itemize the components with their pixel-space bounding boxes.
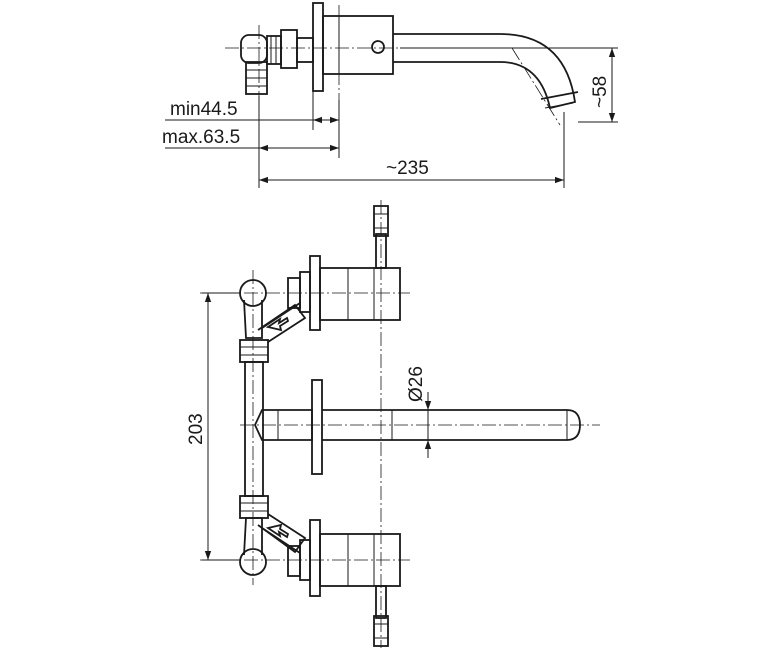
side-view: min44.5 max.63.5 ~235 ~58 bbox=[162, 2, 618, 188]
dim-valve-spacing-label: 203 bbox=[186, 413, 207, 445]
dim-max-depth-label: max.63.5 bbox=[162, 127, 240, 148]
upper-valve-body bbox=[319, 267, 401, 321]
side-elbow-connector bbox=[240, 29, 314, 95]
side-handle-pivot bbox=[371, 40, 385, 54]
side-spout bbox=[393, 33, 577, 110]
dim-spout-height-label: ~58 bbox=[590, 76, 611, 108]
front-lower-valve bbox=[239, 513, 401, 647]
front-view: 203 Ø26 bbox=[186, 200, 600, 648]
direction-arrow-icon bbox=[265, 316, 290, 332]
dim-min-depth: min44.5 bbox=[165, 88, 340, 158]
front-supply-pipe bbox=[239, 339, 269, 519]
side-body-block bbox=[322, 15, 394, 75]
dim-max-depth: max.63.5 bbox=[162, 96, 339, 188]
front-upper-valve bbox=[239, 205, 401, 343]
dim-spout-diameter-label: Ø26 bbox=[406, 366, 427, 402]
direction-arrow-icon bbox=[265, 523, 290, 539]
dim-spout-length-label: ~235 bbox=[386, 158, 429, 179]
dim-min-depth-label: min44.5 bbox=[170, 99, 238, 120]
side-wall-plate bbox=[312, 2, 324, 92]
dim-spout-length: ~235 bbox=[259, 112, 565, 188]
dim-spout-height: ~58 bbox=[400, 47, 618, 123]
dim-spout-diameter: Ø26 bbox=[406, 366, 432, 458]
dim-valve-spacing: 203 bbox=[186, 292, 240, 561]
